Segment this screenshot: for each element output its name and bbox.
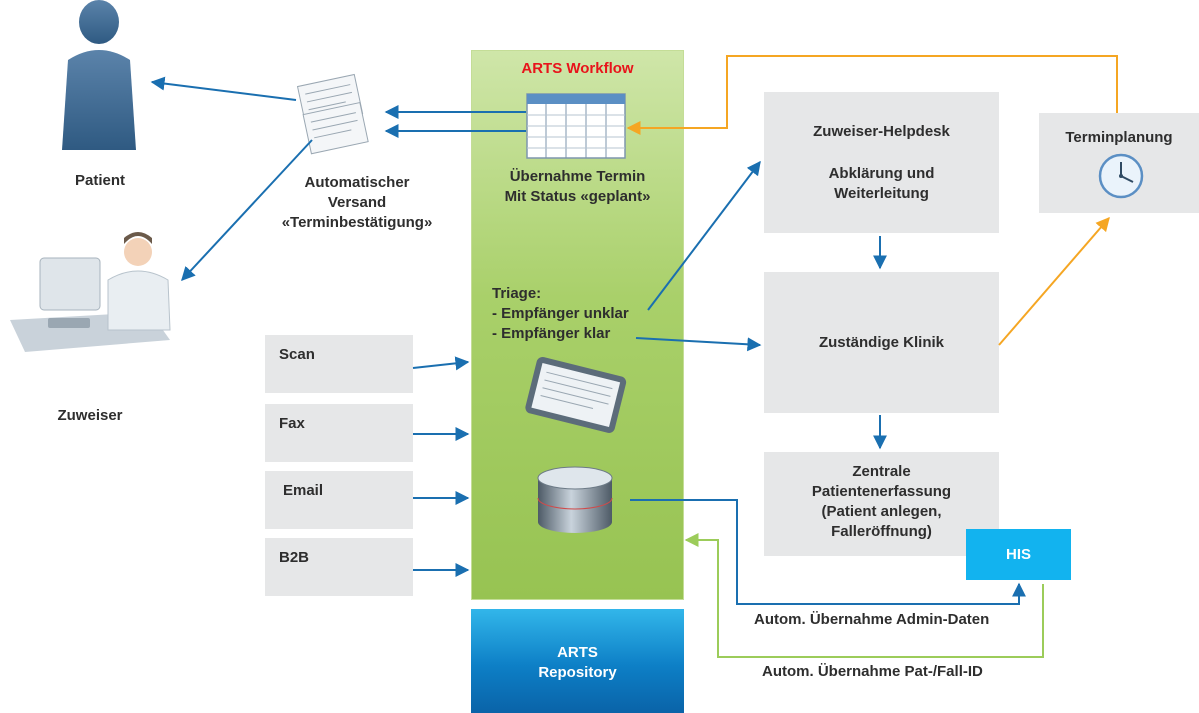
pat-fall-label: Autom. Übernahme Pat-/Fall-ID	[762, 663, 983, 680]
workflow-title: ARTS Workflow	[521, 60, 634, 77]
input-b2b-label: B2B	[279, 549, 310, 566]
klinik-box: Zuständige Klinik	[764, 272, 999, 413]
clock-icon	[1098, 153, 1144, 199]
repository-line2: Repository	[538, 664, 617, 681]
zuweiser-label: Zuweiser	[57, 407, 123, 424]
his-box: HIS	[966, 529, 1071, 580]
helpdesk-title: Zuweiser-Helpdesk	[813, 123, 950, 140]
input-fax-label: Fax	[279, 415, 305, 432]
input-email: Email	[265, 471, 413, 529]
helpdesk-box: Zuweiser-Helpdesk Abklärung und Weiterle…	[764, 92, 999, 233]
uebernahme-line1: Übernahme Termin	[509, 168, 646, 185]
uebernahme-label: Übernahme Termin Mit Status «geplant»	[471, 167, 684, 207]
arrow-his-to-workflow	[684, 533, 1044, 658]
zuweiser-icon	[10, 232, 171, 352]
patient-icon	[62, 0, 136, 150]
versand-line2: Versand	[327, 194, 387, 211]
admin-daten-label: Autom. Übernahme Admin-Daten	[754, 611, 990, 628]
input-email-label: Email	[283, 482, 324, 499]
input-scan-label: Scan	[279, 346, 315, 363]
helpdesk-line3: Weiterleitung	[834, 185, 929, 202]
input-fax: Fax	[265, 404, 413, 462]
helpdesk-line2: Abklärung und	[828, 165, 935, 182]
repository-line1: ARTS	[557, 644, 598, 661]
patient-label: Patient	[74, 172, 125, 189]
zentrale-line1: Zentrale	[852, 463, 911, 480]
database-icon	[537, 466, 613, 533]
arrow-triage-to-helpdesk	[647, 160, 761, 311]
input-scan: Scan	[265, 335, 413, 393]
triage-line1: Triage:	[492, 285, 542, 302]
triage-label: Triage: - Empfänger unklar - Empfänger k…	[492, 284, 682, 344]
zentrale-line2: Patientenerfassung	[811, 483, 952, 500]
arrow-db-to-his	[630, 499, 1026, 605]
arrow-scan-in	[412, 356, 470, 371]
zentrale-line3: (Patient anlegen,	[821, 503, 942, 520]
arrow-klinik-to-terminplanung	[998, 216, 1110, 346]
arrow-versand-to-zuweiser	[181, 139, 313, 282]
klinik-label: Zuständige Klinik	[818, 333, 944, 351]
uebernahme-line2: Mit Status «geplant»	[504, 188, 651, 205]
input-b2b: B2B	[265, 538, 413, 596]
triage-line2: - Empfänger unklar	[492, 305, 629, 322]
versand-line1: Automatischer	[304, 174, 410, 191]
table-icon	[526, 93, 626, 159]
arrow-triage-to-klinik	[635, 337, 762, 352]
tablet-icon	[525, 356, 627, 433]
triage-line3: - Empfänger klar	[492, 325, 611, 342]
versand-line3: «Terminbestätigung»	[281, 214, 433, 231]
arrow-terminplanung-to-workflow	[626, 55, 1118, 135]
arrow-versand-to-patient	[150, 76, 297, 101]
versand-label: Automatischer Versand «Terminbestätigung…	[262, 173, 452, 233]
terminplanung-label: Terminplanung	[1065, 129, 1173, 146]
zentrale-line4: Falleröffnung)	[831, 523, 932, 540]
arts-repository: ARTS Repository	[471, 609, 684, 713]
his-label: HIS	[1005, 545, 1031, 563]
zentrale-box: Zentrale Patientenerfassung (Patient anl…	[764, 452, 999, 556]
documents-icon	[296, 73, 369, 155]
